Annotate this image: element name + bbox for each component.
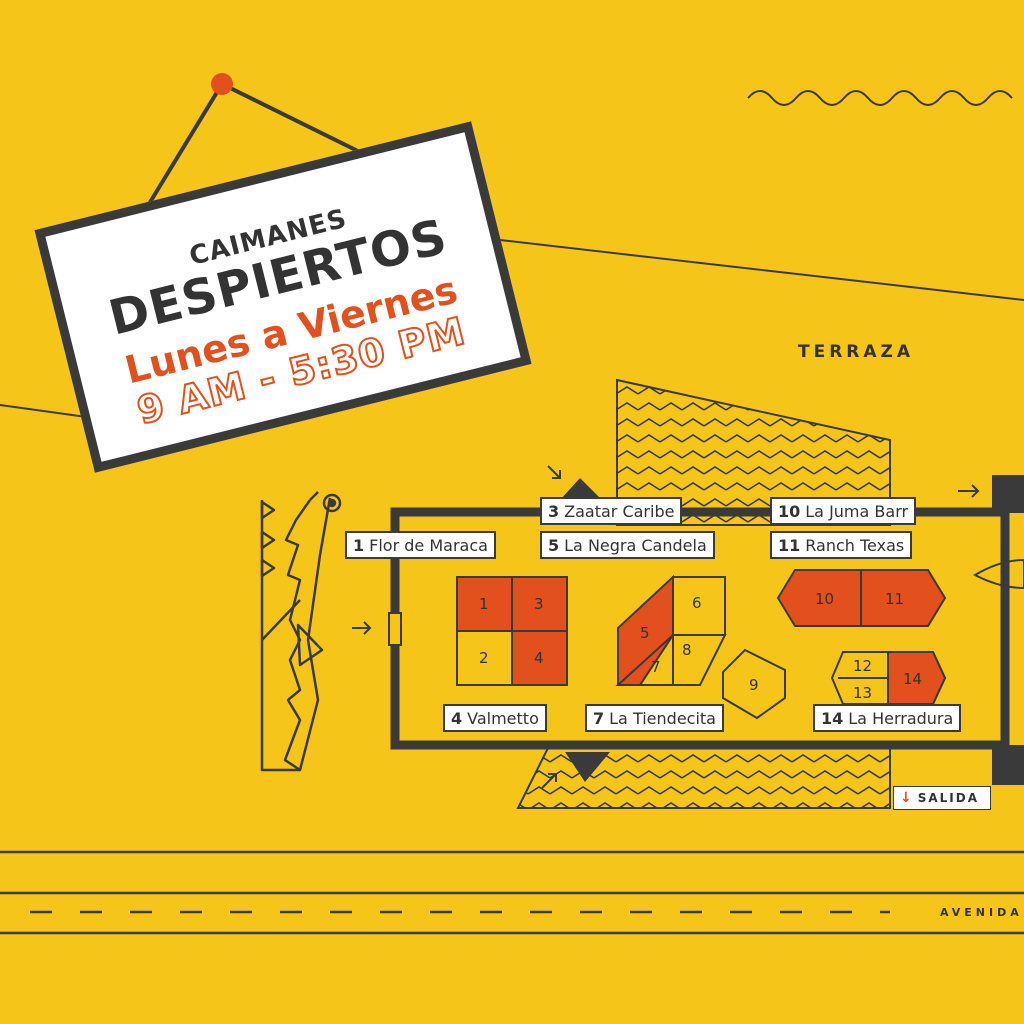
stall-number: 3: [534, 595, 544, 613]
avenue-label: AVENIDA: [940, 906, 1023, 919]
guide-line: [499, 239, 1024, 301]
stall-9: 9: [722, 648, 786, 720]
vendor-name: La Tiendecita: [609, 708, 716, 728]
exit-text: SALIDA: [917, 791, 980, 805]
arrow-icon: [352, 621, 372, 635]
stall-block-a: 1 3 2 4: [456, 576, 568, 686]
vendor-number: 10: [778, 501, 801, 521]
vendor-number: 1: [353, 535, 365, 555]
entrance-top: [560, 478, 602, 500]
vendor-number: 3: [548, 501, 560, 521]
vendor-name: Flor de Maraca: [369, 535, 488, 555]
stall-block-c: 10 11: [776, 569, 947, 627]
stall-number: 7: [651, 658, 661, 676]
stall-number: 8: [682, 641, 692, 659]
vendor-number: 7: [593, 708, 605, 728]
vendor-name: Ranch Texas: [805, 535, 905, 555]
stall-number: 5: [640, 624, 650, 642]
stall-number: 9: [749, 676, 759, 694]
terraza-label: TERRAZA: [798, 342, 915, 362]
stall-number: 11: [885, 590, 904, 608]
vendor-number: 4: [451, 708, 463, 728]
crocodile-icon: [260, 491, 342, 772]
stall-block-d: 12 13 14: [830, 651, 947, 705]
arrow-down-icon: ↓: [900, 790, 914, 806]
stall-number: 6: [692, 594, 702, 612]
arrow-icon: [541, 773, 557, 789]
exit-block-bottom: [992, 745, 1024, 785]
stall-number: 1: [479, 595, 489, 613]
terrace-top: [616, 378, 891, 526]
arrow-icon: [547, 465, 561, 479]
vendor-number: 14: [821, 708, 844, 728]
stall-number: 12: [853, 657, 872, 675]
vendor-number: 11: [778, 535, 801, 555]
exit-block-top: [992, 475, 1024, 513]
stall-number: 13: [853, 684, 872, 702]
vendor-name: La Herradura: [848, 708, 954, 728]
vendor-name: La Juma Barr: [805, 501, 909, 521]
vendor-name: Valmetto: [467, 708, 539, 728]
exit-label: ↓SALIDA: [893, 786, 991, 810]
arrow-icon: [958, 484, 980, 498]
squiggle-decoration: [747, 90, 1013, 106]
pin-icon: [211, 73, 233, 95]
stall-block-b: 5 6 7 8: [615, 574, 727, 686]
stall-number: 10: [815, 590, 834, 608]
stall-number: 4: [534, 649, 544, 667]
entrance-bottom: [565, 752, 610, 782]
stall-number: 2: [479, 649, 489, 667]
boat-shape: [972, 558, 1024, 590]
stall-number: 14: [903, 670, 922, 688]
vendor-number: 5: [548, 535, 560, 555]
door-left: [388, 612, 402, 646]
vendor-name: Zaatar Caribe: [564, 501, 675, 521]
vendor-name: La Negra Candela: [564, 535, 707, 555]
